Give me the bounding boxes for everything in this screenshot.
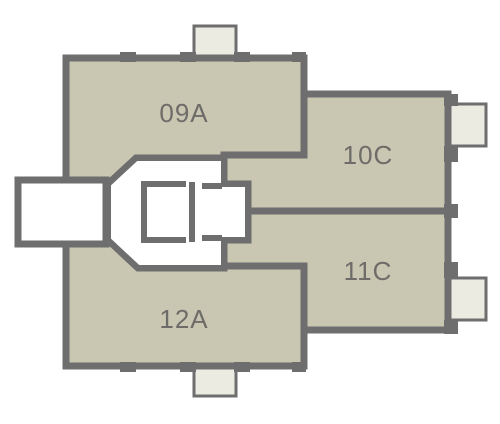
pier	[234, 52, 250, 62]
central-core	[105, 155, 251, 271]
pier	[120, 362, 136, 372]
pier	[444, 204, 458, 218]
left-entry	[14, 176, 110, 248]
pier	[444, 146, 458, 162]
pier	[444, 94, 458, 106]
wall-piers	[120, 52, 458, 372]
pier	[180, 52, 196, 62]
unit-labels: 09A 10C 11C 12A	[159, 98, 394, 334]
pier	[444, 262, 458, 278]
unit-label-09A: 09A	[159, 98, 208, 128]
pier	[292, 52, 306, 62]
pier	[234, 362, 250, 372]
balcony-right-upper	[444, 102, 488, 148]
elevator-core	[141, 181, 186, 243]
unit-label-11C: 11C	[344, 256, 393, 286]
pier	[120, 52, 136, 62]
unit-label-12A: 12A	[159, 304, 208, 334]
unit-label-10C: 10C	[343, 140, 394, 170]
balcony-right-lower	[444, 276, 488, 322]
pier	[180, 362, 196, 372]
pier	[292, 362, 306, 372]
stair-wall	[202, 183, 222, 241]
pier	[444, 320, 458, 334]
